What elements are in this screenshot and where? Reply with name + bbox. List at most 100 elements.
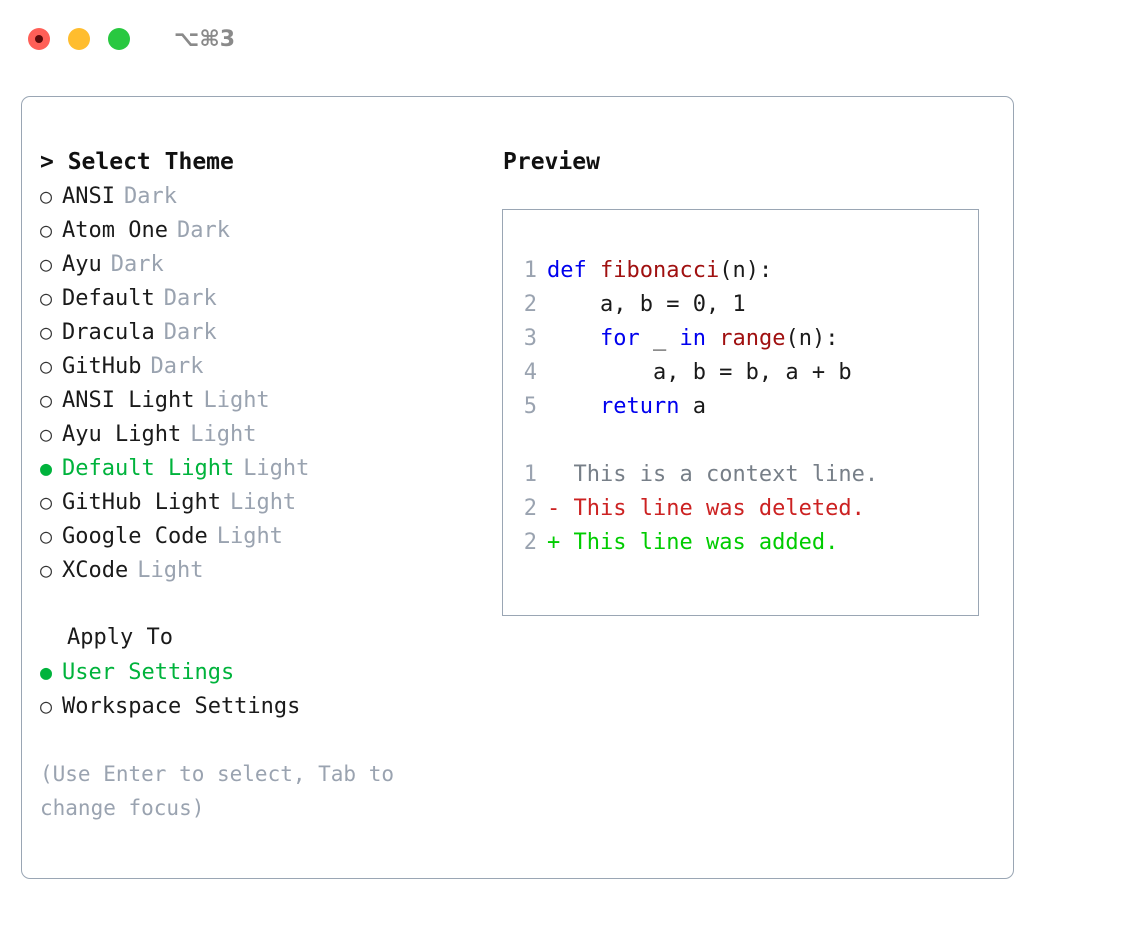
theme-option-label: ANSI [62, 184, 115, 209]
theme-variant-tag: Light [216, 524, 283, 549]
radio-unselected-icon: ○ [40, 388, 53, 412]
code-line-text: for _ in range(n): [547, 322, 838, 356]
select-theme-title: > Select Theme [40, 149, 234, 175]
radio-unselected-icon: ○ [40, 218, 53, 242]
preview-title: Preview [503, 149, 600, 175]
code-token-kw: for [599, 326, 640, 351]
diff-line-text: This line was added. [573, 530, 839, 555]
zoom-button[interactable] [108, 28, 130, 50]
theme-variant-tag: Light [243, 456, 310, 481]
diff-line: 2- This line was deleted. [503, 492, 978, 526]
theme-option-label: Dracula [62, 320, 155, 345]
theme-option-github[interactable]: ○ GitHub Dark [40, 349, 502, 383]
theme-variant-tag: Light [137, 558, 204, 583]
radio-unselected-icon: ○ [40, 252, 53, 276]
radio-unselected-icon: ○ [40, 524, 53, 548]
code-token-plain [547, 326, 600, 351]
theme-option-label: Ayu Light [62, 422, 182, 447]
code-token-fn: fibonacci [599, 258, 720, 283]
theme-option-ayu-light[interactable]: ○ Ayu Light Light [40, 417, 502, 451]
theme-option-google-code[interactable]: ○ Google Code Light [40, 519, 502, 553]
list-spacer [40, 587, 502, 621]
theme-variant-tag: Light [203, 388, 270, 413]
radio-unselected-icon: ○ [40, 320, 53, 344]
theme-option-label: GitHub [62, 354, 142, 379]
radio-selected-icon: ● [40, 660, 53, 684]
code-token-plain: (n): [719, 258, 773, 283]
apply-to-option-list: ● User Settings ○ Workspace Settings [40, 655, 502, 723]
diff-sample: 1 This is a context line.2- This line wa… [503, 458, 978, 560]
code-token-plain: _ [639, 326, 680, 351]
line-number: 1 [523, 258, 537, 283]
line-number: 3 [523, 326, 537, 351]
theme-option-dracula[interactable]: ○ Dracula Dark [40, 315, 502, 349]
theme-variant-tag: Dark [123, 184, 177, 209]
theme-variant-tag: Light [229, 490, 297, 515]
theme-option-label: Default [62, 286, 155, 311]
radio-unselected-icon: ○ [40, 286, 53, 310]
window-controls [28, 28, 130, 50]
code-line: 3 for _ in range(n): [503, 322, 978, 356]
diff-line: 1 This is a context line. [503, 458, 978, 492]
code-line-text: a, b = b, a + b [547, 356, 852, 390]
code-token-plain: a, b = b, a + b [547, 360, 852, 385]
line-number: 1 [523, 462, 537, 487]
diff-line-text: This is a context line. [573, 462, 879, 487]
code-token-kw: def [547, 258, 600, 283]
radio-unselected-icon: ○ [40, 422, 53, 446]
theme-variant-tag: Dark [176, 218, 230, 243]
theme-variant-tag: Dark [163, 320, 217, 345]
apply-to-option-user-settings[interactable]: ● User Settings [40, 655, 502, 689]
diff-line: 2+ This line was added. [503, 526, 978, 560]
code-token-fn: range [719, 326, 786, 351]
code-token-plain: a [679, 394, 706, 419]
theme-option-label: Ayu [62, 252, 102, 277]
minimize-button[interactable] [68, 28, 90, 50]
radio-selected-icon: ● [40, 456, 53, 480]
theme-option-label: Google Code [62, 524, 208, 549]
line-number: 5 [523, 394, 537, 419]
radio-unselected-icon: ○ [40, 694, 53, 718]
code-line: 2 a, b = 0, 1 [503, 288, 978, 322]
apply-to-option-workspace-settings[interactable]: ○ Workspace Settings [40, 689, 502, 723]
keyboard-shortcut-label: ⌥⌘3 [174, 26, 236, 52]
theme-option-ansi-light[interactable]: ○ ANSI Light Light [40, 383, 502, 417]
line-number: 4 [523, 360, 537, 385]
theme-variant-tag: Dark [150, 354, 204, 379]
theme-option-default[interactable]: ○ Default Dark [40, 281, 502, 315]
theme-option-xcode[interactable]: ○ XCode Light [40, 553, 502, 587]
radio-unselected-icon: ○ [40, 354, 53, 378]
code-line-text: a, b = 0, 1 [547, 288, 746, 322]
diff-line-text: This line was deleted. [573, 496, 865, 521]
apply-to-option-label: Workspace Settings [62, 694, 301, 719]
close-button[interactable] [28, 28, 50, 50]
theme-variant-tag: Dark [163, 286, 217, 311]
code-line: 4 a, b = b, a + b [503, 356, 978, 390]
theme-option-ayu[interactable]: ○ Ayu Dark [40, 247, 502, 281]
radio-unselected-icon: ○ [40, 558, 53, 582]
apply-to-option-label: User Settings [62, 660, 235, 685]
diff-marker: - [547, 496, 574, 521]
diff-marker: + [547, 530, 574, 555]
keyboard-hint-text: (Use Enter to select, Tab to change focu… [40, 762, 395, 820]
diff-marker [547, 458, 574, 492]
code-token-kw: return [599, 394, 680, 419]
theme-option-label: ANSI Light [62, 388, 195, 413]
line-number: 2 [523, 292, 537, 317]
code-line: 5 return a [503, 390, 978, 424]
code-line-text: return a [547, 390, 706, 424]
theme-variant-tag: Light [190, 422, 257, 447]
theme-option-label: XCode [62, 558, 129, 583]
code-token-plain [547, 394, 600, 419]
theme-variant-tag: Dark [110, 252, 164, 277]
code-token-kw: in [679, 326, 720, 351]
code-token-plain: a, b = 0, 1 [547, 292, 746, 317]
